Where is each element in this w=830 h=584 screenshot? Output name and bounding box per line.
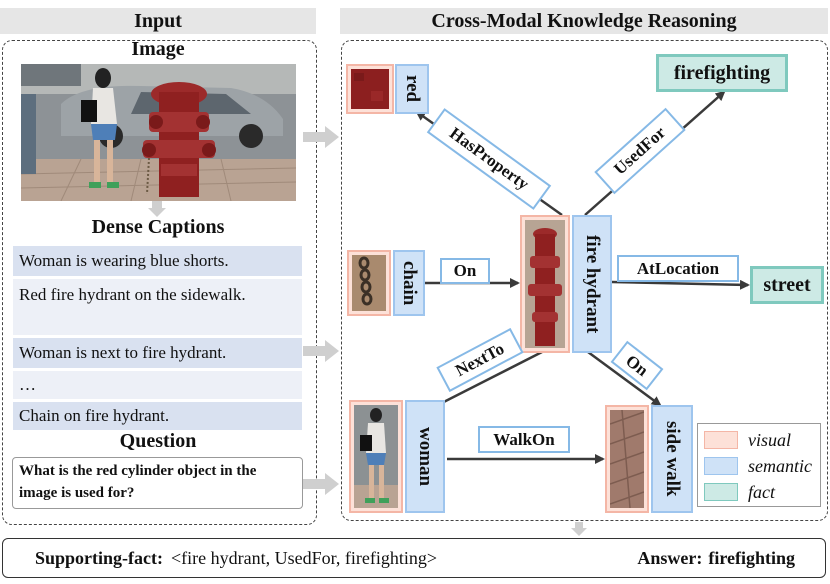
caption-2: Red fire hydrant on the sidewalk.	[13, 279, 302, 335]
image-title: Image	[131, 38, 185, 60]
answer-label: Answer:	[637, 547, 703, 568]
red-texture	[351, 69, 389, 109]
supporting-fact-label: Supporting-fact:	[35, 547, 164, 568]
woman-visual	[349, 400, 403, 513]
answer-value: firefighting	[708, 547, 795, 568]
edge-atlocation	[611, 279, 750, 290]
edge-nextto	[426, 350, 543, 412]
woman-semantic: woman	[405, 400, 445, 513]
edge-on-sidewalk	[587, 350, 662, 407]
walkon-label: WalkOn	[478, 426, 570, 453]
sidewalk-visual	[605, 405, 649, 513]
reasoning-panel	[341, 40, 828, 521]
down-arrow-bottom	[571, 522, 587, 536]
chain-image	[352, 255, 386, 311]
right-arrow-2	[303, 340, 339, 362]
bottom-bar: Supporting-fact: <fire hydrant, UsedFor,…	[2, 538, 826, 578]
red-visual	[346, 64, 394, 114]
legend-visual-label: visual	[748, 429, 791, 450]
legend-fact: fact	[704, 479, 814, 505]
fire-hydrant-visual	[520, 215, 570, 353]
semantic-swatch	[704, 457, 738, 475]
red-semantic: red	[395, 64, 429, 114]
legend: visual semantic fact	[697, 423, 821, 507]
input-photo	[21, 64, 296, 201]
atlocation-label: AtLocation	[617, 255, 739, 282]
caption-2-text: Red fire hydrant on the sidewalk.	[19, 285, 246, 304]
woman-image	[354, 405, 398, 508]
visual-swatch	[704, 431, 738, 449]
supporting-fact-value: <fire hydrant, UsedFor, firefighting>	[171, 547, 438, 568]
question-title: Question	[119, 430, 197, 452]
dense-captions-title: Dense Captions	[91, 216, 225, 238]
down-arrow-photo	[148, 201, 166, 217]
right-arrow-3	[303, 473, 339, 495]
caption-3: Woman is next to fire hydrant.	[13, 338, 302, 368]
firefighting-fact: firefighting	[656, 54, 788, 92]
fact-swatch	[704, 483, 738, 501]
chain-visual	[347, 250, 391, 316]
input-header: Input	[0, 8, 316, 34]
legend-semantic-label: semantic	[748, 455, 812, 476]
caption-1: Woman is wearing blue shorts.	[13, 246, 302, 276]
legend-visual: visual	[704, 427, 814, 453]
on-chain-label: On	[440, 258, 490, 284]
sidewalk-texture	[609, 409, 645, 509]
input-panel	[2, 40, 317, 525]
question-box: What is the red cylinder object in the i…	[12, 457, 303, 509]
caption-5: Chain on fire hydrant.	[13, 402, 302, 430]
fire-hydrant-image	[525, 220, 565, 348]
caption-4: …	[13, 371, 302, 399]
legend-semantic: semantic	[704, 453, 814, 479]
chain-semantic: chain	[393, 250, 425, 316]
street-fact: street	[750, 266, 824, 304]
right-arrow-1	[303, 126, 339, 148]
fire-hydrant-semantic: fire hydrant	[572, 215, 612, 353]
reasoning-header: Cross-Modal Knowledge Reasoning	[340, 8, 828, 34]
legend-fact-label: fact	[748, 481, 775, 502]
sidewalk-semantic: side walk	[651, 405, 693, 513]
